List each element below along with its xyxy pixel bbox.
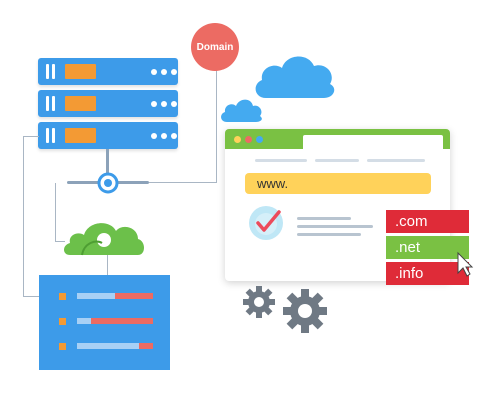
gear-icon [243,286,275,318]
gear-icon [283,289,327,333]
content-placeholder [297,233,361,236]
list-panel [39,275,170,370]
list-bar [77,343,139,349]
green-cloud-icon [64,223,144,256]
tag-info[interactable]: .info [386,262,469,285]
content-placeholder [297,217,351,220]
list-bar [91,318,153,324]
menu-placeholder [255,159,307,162]
checkmark-icon [255,210,281,235]
window-dot-icon [256,136,263,143]
list-bar [139,343,153,349]
tag-net-label: .net [395,239,421,256]
url-bar[interactable]: www. [245,173,431,194]
cloud-icon [221,99,262,122]
window-dot-icon [245,136,252,143]
list-bullet-icon [59,343,66,350]
cloud-icon [255,56,335,98]
menu-placeholder [367,159,425,162]
list-bullet-icon [59,318,66,325]
server-unit-3 [38,122,197,149]
list-bar [77,293,115,299]
browser-titlebar [225,129,450,149]
url-text: www. [257,176,289,191]
list-bar [115,293,153,299]
menu-placeholder [315,159,359,162]
server-unit-2 [38,90,197,117]
browser-tab-strip [303,135,443,149]
content-placeholder [297,225,373,228]
tag-com-label: .com [395,213,428,230]
list-bar [77,318,91,324]
tag-com[interactable]: .com [386,210,469,233]
server-unit-1 [38,58,197,85]
cursor-pointer-icon [457,251,474,277]
window-dot-icon [234,136,241,143]
verified-badge [249,206,283,240]
list-bullet-icon [59,293,66,300]
tag-info-label: .info [395,265,424,282]
domain-bubble: Domain [191,23,239,71]
tag-net[interactable]: .net [386,236,469,259]
domain-label: Domain [196,41,234,53]
network-hub-icon [97,172,119,194]
